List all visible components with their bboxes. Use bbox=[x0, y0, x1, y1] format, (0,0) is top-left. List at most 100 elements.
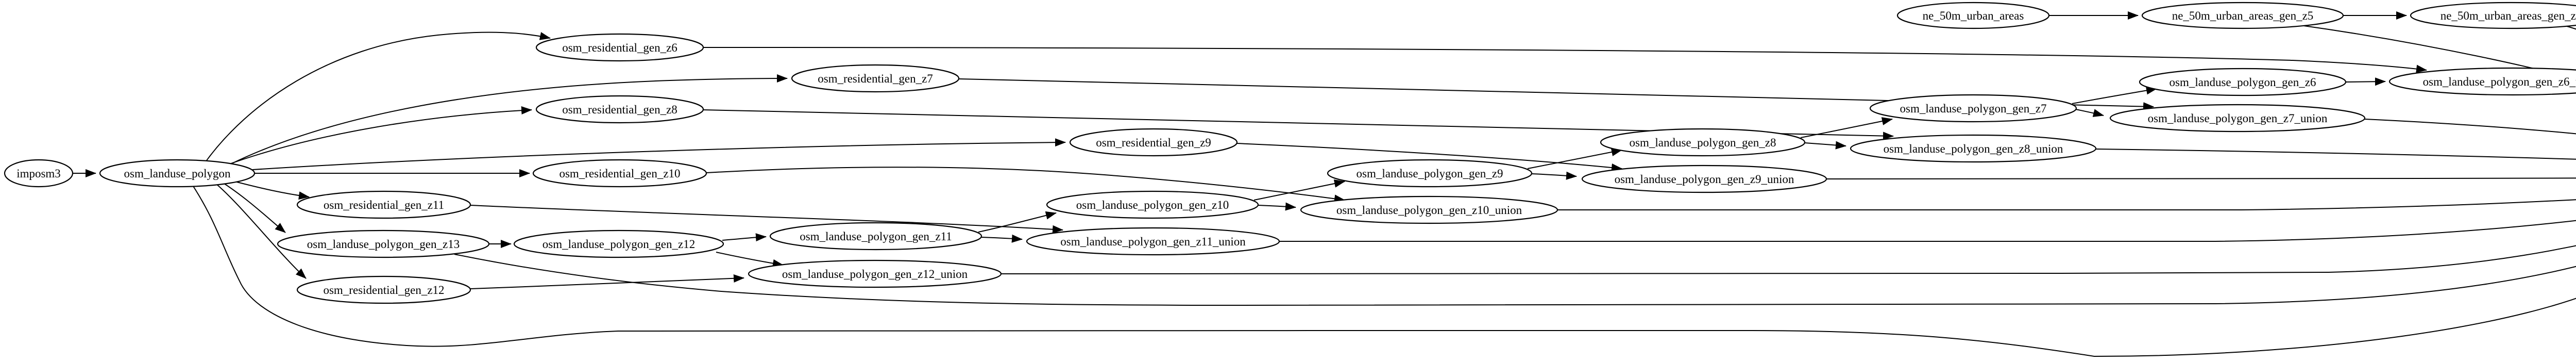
node-label: osm_landuse_polygon_gen_z8 bbox=[1630, 136, 1776, 149]
node-ellipse bbox=[1896, 2, 2050, 29]
node-osm-landuse-polygon-gen-z12-union: osm_landuse_polygon_gen_z12_union bbox=[748, 259, 1002, 288]
node-ellipse bbox=[2109, 104, 2366, 133]
node-label: osm_landuse_polygon_gen_z10 bbox=[1076, 199, 1229, 211]
node-ellipse bbox=[791, 64, 960, 93]
node-label: imposm3 bbox=[16, 167, 61, 180]
node-label: osm_landuse_polygon_gen_z9_union bbox=[1615, 173, 1794, 186]
node-ellipse bbox=[1850, 134, 2097, 163]
edge-union-z8-to-layer-landuse-z8 bbox=[2095, 149, 2576, 160]
edge-osm-landuse-polygon-to-layer-landuse-z14 bbox=[192, 184, 2576, 357]
node-ne-50m-urban-areas: ne_50m_urban_areas bbox=[1896, 2, 2050, 29]
edge-union-z11-to-layer-landuse-z11 bbox=[1280, 220, 2576, 242]
edge-gen-z6-to-union-z6 bbox=[2345, 77, 2386, 86]
node-osm-landuse-polygon-gen-z8: osm_landuse_polygon_gen_z8 bbox=[1600, 128, 1806, 157]
edge-gen-z11-to-union-z11 bbox=[981, 234, 1023, 243]
node-osm-residential-gen-z11: osm_residential_gen_z11 bbox=[296, 190, 471, 219]
node-osm-landuse-polygon-gen-z12: osm_landuse_polygon_gen_z12 bbox=[513, 229, 724, 258]
node-ellipse bbox=[513, 229, 724, 258]
node-osm-landuse-polygon-gen-z6: osm_landuse_polygon_gen_z6 bbox=[2139, 68, 2347, 96]
edge-osm-landuse-polygon-to-osm-residential-gen-z11 bbox=[232, 180, 310, 200]
node-ellipse bbox=[1069, 128, 1238, 157]
edge-res-z12-to-union-z12 bbox=[470, 274, 744, 289]
node-osm-landuse-polygon-gen-z13: osm_landuse_polygon_gen_z13 bbox=[277, 229, 490, 258]
node-ellipse bbox=[535, 95, 704, 124]
edge-gen-z7-to-gen-z6 bbox=[2072, 86, 2157, 104]
edge-res-z9-to-union-z9 bbox=[1236, 143, 1622, 172]
node-ellipse bbox=[1327, 159, 1533, 188]
node-label: osm_residential_gen_z10 bbox=[559, 167, 680, 180]
node-osm-landuse-polygon-gen-z10-union: osm_landuse_polygon_gen_z10_union bbox=[1300, 195, 1558, 224]
node-label: osm_landuse_polygon_gen_z6 bbox=[2170, 76, 2316, 89]
edge-gen-z8-to-union-z8 bbox=[1804, 141, 1846, 150]
node-ellipse bbox=[1300, 195, 1558, 224]
node-osm-residential-gen-z10: osm_residential_gen_z10 bbox=[532, 159, 707, 188]
node-label: osm_landuse_polygon_gen_z7_union bbox=[2148, 112, 2328, 125]
node-ellipse bbox=[1600, 128, 1806, 157]
edge-osm-landuse-polygon-to-osm-residential-gen-z7 bbox=[230, 74, 788, 164]
node-label: osm_landuse_polygon_gen_z12 bbox=[543, 238, 695, 251]
node-ellipse bbox=[277, 229, 490, 258]
node-label: osm_landuse_polygon_gen_z11_union bbox=[1060, 235, 1246, 248]
edge-gen-z11-to-gen-z10 bbox=[978, 211, 1057, 233]
edge-union-z10-to-layer-landuse-z10 bbox=[1557, 199, 2576, 210]
edge-gen-z8-to-gen-z7 bbox=[1800, 117, 1893, 138]
node-osm-landuse-polygon-gen-z8-union: osm_landuse_polygon_gen_z8_union bbox=[1850, 134, 2097, 163]
node-ellipse bbox=[296, 275, 471, 304]
node-label: osm_residential_gen_z11 bbox=[324, 199, 444, 211]
node-imposm3: imposm3 bbox=[4, 159, 74, 188]
node-label: osm_landuse_polygon_gen_z9 bbox=[1357, 167, 1503, 180]
node-osm-landuse-polygon-gen-z7-union: osm_landuse_polygon_gen_z7_union bbox=[2109, 104, 2366, 133]
node-osm-landuse-polygon-gen-z7: osm_landuse_polygon_gen_z7 bbox=[1869, 94, 2077, 123]
node-label: ne_50m_urban_areas bbox=[1923, 9, 2024, 22]
node-label: osm_landuse_polygon_gen_z6_union bbox=[2423, 75, 2576, 88]
node-label: osm_residential_gen_z6 bbox=[562, 41, 677, 54]
edge-gen-z9-to-union-z9 bbox=[1531, 171, 1577, 180]
node-ellipse bbox=[99, 159, 256, 188]
node-ellipse bbox=[296, 190, 471, 219]
edge-gen-z10-to-union-z10 bbox=[1258, 202, 1296, 211]
node-ne-50m-urban-areas-gen-z4: ne_50m_urban_areas_gen_z4 bbox=[2410, 2, 2576, 29]
edge-gen-z10-to-gen-z9 bbox=[1253, 179, 1345, 201]
node-osm-residential-gen-z9: osm_residential_gen_z9 bbox=[1069, 128, 1238, 157]
edge-res-z10-to-union-z10 bbox=[706, 167, 1345, 203]
node-ellipse bbox=[1046, 190, 1259, 219]
node-ellipse bbox=[4, 159, 74, 188]
node-label: osm_landuse_polygon_gen_z13 bbox=[307, 238, 460, 251]
node-ellipse bbox=[535, 33, 704, 62]
edge-union-z7-to-layer-landuse-z7 bbox=[2364, 119, 2576, 135]
edge-osm-landuse-polygon-to-osm-landuse-polygon-gen-z13 bbox=[222, 182, 286, 233]
node-label: osm_landuse_polygon_gen_z10_union bbox=[1336, 204, 1522, 217]
node-label: ne_50m_urban_areas_gen_z4 bbox=[2441, 9, 2576, 22]
edge-osm-landuse-polygon-to-osm-residential-gen-z12 bbox=[216, 184, 307, 279]
node-label: ne_50m_urban_areas_gen_z5 bbox=[2172, 9, 2314, 22]
node-label: osm_landuse_polygon bbox=[124, 167, 231, 180]
edge-layer bbox=[73, 11, 2576, 357]
edge-gen-z9-to-gen-z8 bbox=[1527, 148, 1622, 169]
edge-gen-z12-to-union-z12 bbox=[716, 252, 784, 268]
node-ellipse bbox=[1869, 94, 2077, 123]
edge-gen-z13-to-layer-landuse-z13 bbox=[454, 254, 2576, 306]
edge-osm-landuse-polygon-to-osm-residential-gen-z8 bbox=[226, 106, 532, 166]
node-ne-50m-urban-areas-gen-z5: ne_50m_urban_areas_gen_z5 bbox=[2141, 2, 2344, 29]
node-osm-residential-gen-z7: osm_residential_gen_z7 bbox=[791, 64, 960, 93]
node-label: osm_residential_gen_z7 bbox=[818, 72, 933, 85]
node-label: osm_residential_gen_z9 bbox=[1096, 136, 1211, 149]
node-label: osm_landuse_polygon_gen_z8_union bbox=[1884, 142, 2063, 155]
node-osm-landuse-polygon: osm_landuse_polygon bbox=[99, 159, 256, 188]
node-osm-residential-gen-z12: osm_residential_gen_z12 bbox=[296, 275, 471, 304]
node-label: osm_residential_gen_z12 bbox=[323, 284, 444, 297]
node-label: osm_landuse_polygon_gen_z11 bbox=[800, 230, 952, 243]
node-label: osm_landuse_polygon_gen_z7 bbox=[1900, 102, 2047, 115]
edge-osm-landuse-polygon-to-osm-residential-gen-z9 bbox=[252, 138, 1066, 170]
node-ellipse bbox=[2410, 2, 2576, 29]
node-osm-landuse-polygon-gen-z9: osm_landuse_polygon_gen_z9 bbox=[1327, 159, 1533, 188]
node-ellipse bbox=[532, 159, 707, 188]
node-ellipse bbox=[2388, 67, 2576, 96]
edge-res-z6-to-union-z6 bbox=[703, 47, 2427, 73]
node-ellipse bbox=[769, 222, 982, 251]
node-osm-landuse-polygon-gen-z11-union: osm_landuse_polygon_gen_z11_union bbox=[1026, 227, 1280, 256]
node-osm-residential-gen-z6: osm_residential_gen_z6 bbox=[535, 33, 704, 62]
node-ellipse bbox=[748, 259, 1002, 288]
node-label: osm_landuse_polygon_gen_z12_union bbox=[782, 268, 968, 281]
